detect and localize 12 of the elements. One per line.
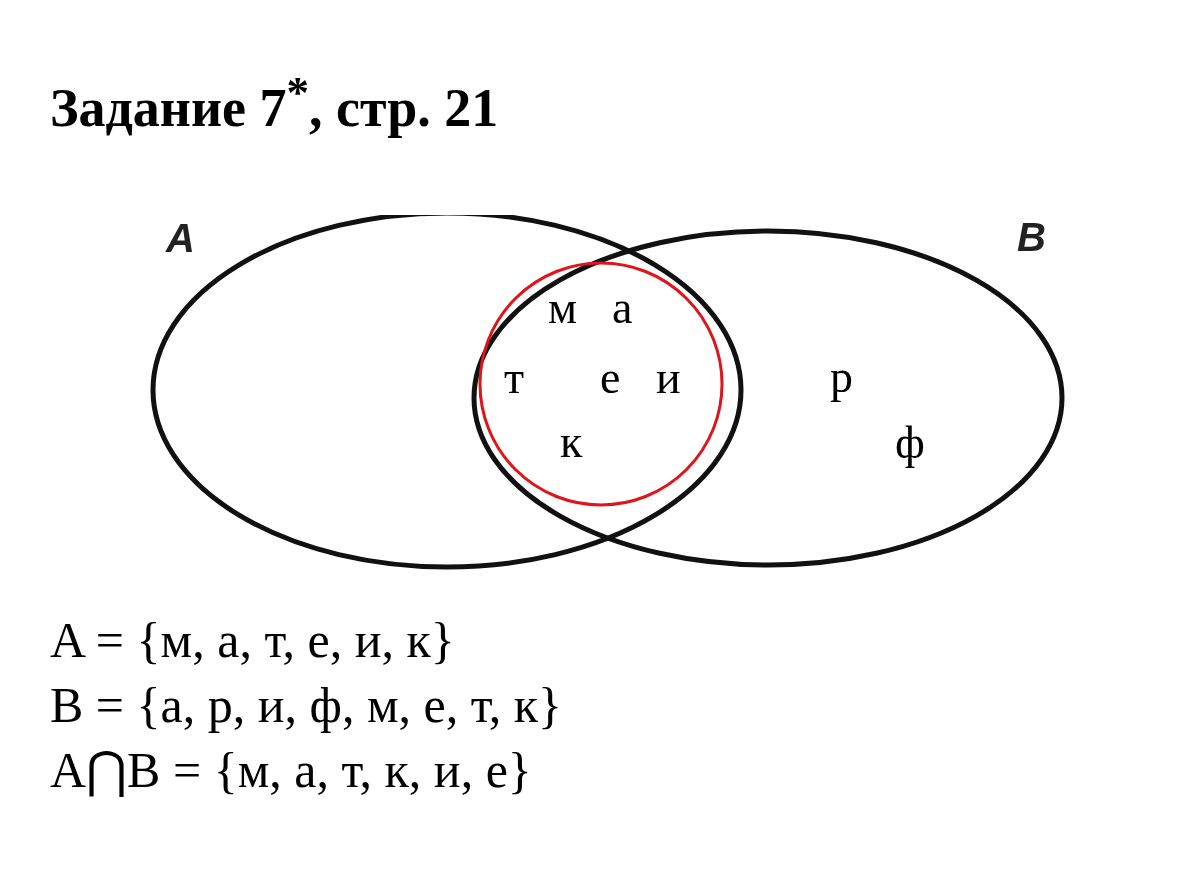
- set-element: к: [560, 419, 583, 465]
- set-name: B: [1017, 217, 1046, 257]
- set-element: ф: [895, 420, 925, 466]
- set-equation: A = {м, а, т, е, и, к}: [50, 615, 455, 665]
- set-element: а: [612, 285, 633, 331]
- set-element: м: [548, 285, 578, 331]
- set-equation: A⋂B = {м, а, т, к, и, е}: [50, 745, 532, 795]
- set-name: A: [166, 218, 195, 258]
- set-element: т: [504, 355, 525, 401]
- set-element: и: [656, 355, 681, 401]
- set-element: р: [830, 354, 853, 400]
- set-element: е: [600, 355, 621, 401]
